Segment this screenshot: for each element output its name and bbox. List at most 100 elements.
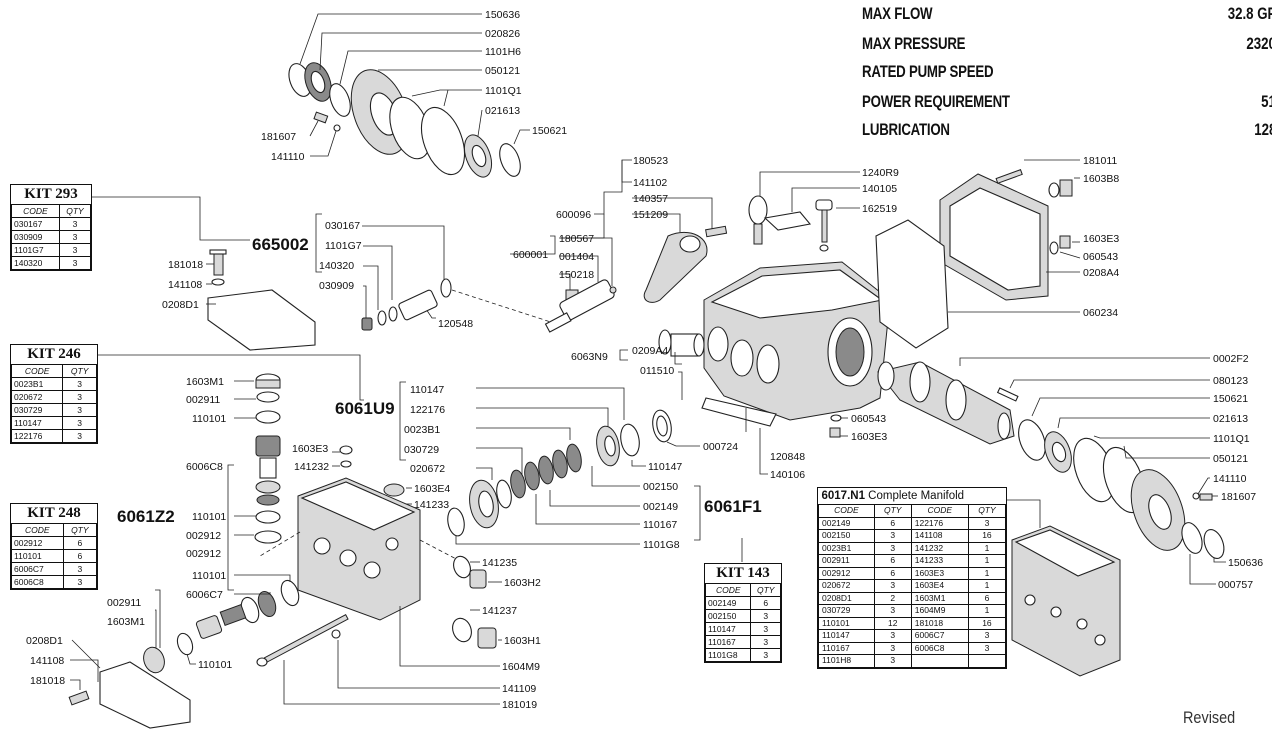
dipstick-part: [815, 199, 833, 211]
label-002150: 002150: [643, 481, 678, 493]
connecting-rod-group: [510, 159, 728, 333]
assembly-665002: 665002: [252, 235, 309, 254]
label-080123: 080123: [1213, 375, 1248, 387]
label-150621: 150621: [532, 125, 567, 137]
label-000757: 000757: [1218, 579, 1253, 591]
label-030167: 030167: [325, 220, 360, 232]
label-0208a4: 0208A4: [1083, 267, 1119, 279]
bolt-part: [213, 250, 224, 276]
manifold-header-qty: QTY: [873, 504, 912, 518]
label-141102: 141102: [633, 177, 667, 189]
label-181011: 181011: [1083, 155, 1117, 167]
label-141110-right: 141110: [1213, 473, 1247, 485]
kit-246-title: KIT 246: [11, 345, 97, 365]
label-141110: 141110: [271, 151, 305, 163]
label-122176: 122176: [410, 404, 445, 416]
label-150621-right: 150621: [1213, 393, 1248, 405]
label-150636-right: 150636: [1228, 557, 1263, 569]
label-1604m9: 1604M9: [502, 661, 540, 673]
spec-rated-speed-label: RATED PUMP SPEED: [862, 62, 994, 81]
label-110147: 110147: [410, 384, 444, 396]
label-060234: 060234: [1083, 307, 1118, 319]
label-120548: 120548: [438, 318, 473, 330]
label-0002f2: 0002F2: [1213, 353, 1249, 365]
spec-max-flow-label: MAX FLOW: [862, 4, 933, 23]
label-141108-bottom: 141108: [30, 655, 64, 667]
manifold-header-code-2: CODE: [910, 504, 969, 518]
kit-293-title: KIT 293: [11, 185, 91, 205]
label-030909: 030909: [319, 280, 354, 292]
label-181019: 181019: [502, 699, 537, 711]
label-0023b1: 0023B1: [404, 424, 440, 436]
label-1603e3-bottom: 1603E3: [851, 431, 887, 443]
label-120848: 120848: [770, 451, 805, 463]
kit-293-header-code: CODE: [11, 204, 60, 218]
label-002912: 002912: [186, 530, 221, 542]
label-000724: 000724: [703, 441, 738, 453]
cover-gasket-part: [875, 219, 949, 349]
label-1101q1: 1101Q1: [485, 85, 522, 97]
label-0208d1-top: 0208D1: [162, 299, 199, 311]
label-0209a4: 0209A4: [632, 345, 668, 357]
label-030729: 030729: [404, 444, 439, 456]
label-1240r9: 1240R9: [862, 167, 899, 179]
label-141233: 141233: [414, 499, 449, 511]
label-002912-b: 002912: [186, 548, 221, 560]
kit-246-header-qty: QTY: [62, 364, 97, 378]
spec-max-pressure-value: 2320: [1246, 34, 1272, 53]
label-181607: 181607: [261, 131, 296, 143]
manifold-header-qty-2: QTY: [967, 504, 1007, 518]
label-1603b8: 1603B8: [1083, 173, 1119, 185]
seal-stack-group: [399, 381, 701, 545]
label-141108-top: 141108: [168, 279, 202, 291]
label-110101-d: 110101: [198, 659, 232, 671]
screw-part: [313, 111, 329, 124]
assembly-6061z2: 6061Z2: [117, 507, 175, 526]
complete-manifold-table: 6017.N1 Complete Manifold CODE QTY CODE …: [817, 487, 1007, 669]
label-002911-b: 002911: [107, 597, 141, 609]
assembly-6063n9: 6063N9: [571, 351, 608, 363]
spec-max-flow-value: 32.8 GP: [1227, 4, 1272, 23]
label-002149: 002149: [643, 501, 678, 513]
label-1603m1-b: 1603M1: [107, 616, 145, 628]
kit-246-header-code: CODE: [10, 364, 64, 378]
spec-power-value: 51: [1261, 92, 1272, 111]
kit-293-header-qty: QTY: [58, 204, 92, 218]
assembly-6006c8: 6006C8: [186, 461, 223, 473]
label-1101g8: 1101G8: [643, 539, 680, 551]
label-021613: 021613: [485, 105, 520, 117]
manifold-header-code: CODE: [818, 504, 875, 518]
assembly-6061f1: 6061F1: [704, 497, 762, 516]
o-ring-part: [329, 83, 351, 117]
label-1101q1-right: 1101Q1: [1213, 433, 1250, 445]
label-151209: 151209: [633, 209, 668, 221]
label-1603e3-manifold: 1603E3: [292, 443, 328, 455]
label-0208d1-bottom: 0208D1: [26, 635, 63, 647]
label-060543-bottom: 060543: [851, 413, 886, 425]
sleeve-part: [398, 289, 438, 321]
manifold-title-text: Complete Manifold: [864, 490, 965, 502]
label-110101: 110101: [192, 413, 226, 425]
label-110101-c: 110101: [192, 570, 226, 582]
label-060543-right: 060543: [1083, 251, 1118, 263]
